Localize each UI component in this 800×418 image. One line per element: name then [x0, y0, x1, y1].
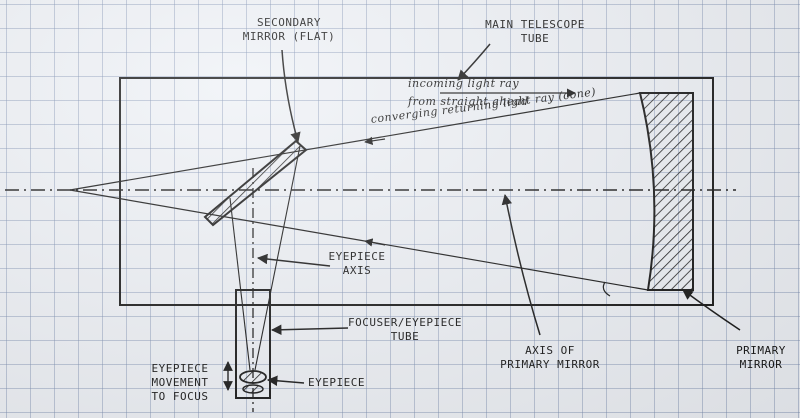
label-focuser-tube: FOCUSER/EYEPIECE TUBE: [348, 316, 462, 343]
label-incoming-ray-1: incoming light ray: [408, 77, 520, 90]
label-primary-mirror: PRIMARY MIRROR: [736, 344, 786, 371]
leader-primary-edge: [602, 281, 611, 297]
returning-ray-arrow: [364, 238, 386, 247]
leader-eyepiece-axis: [256, 253, 331, 267]
label-axis-primary: AXIS OF PRIMARY MIRROR: [500, 344, 600, 371]
label-eyepiece-movement: EYEPIECE MOVEMENT TO FOCUS: [151, 362, 209, 403]
primary-mirror: [638, 92, 694, 291]
eyepiece-lens-lower: [242, 384, 264, 394]
leader-focuser: [270, 324, 349, 335]
leader-main-tube: [457, 43, 491, 81]
label-main-tube: MAIN TELESCOPE TUBE: [485, 18, 585, 45]
label-secondary-mirror: SECONDARY MIRROR (FLAT): [242, 16, 336, 43]
leader-eyepiece: [266, 375, 305, 387]
main-tube: [119, 77, 714, 306]
reflected-ray-left: [229, 197, 251, 371]
secondary-mirror: [203, 139, 308, 227]
leader-primary-mirror: [682, 289, 741, 331]
label-eyepiece-axis: EYEPIECE AXIS: [328, 250, 386, 277]
reflected-ray-right: [254, 145, 301, 371]
focuser-tube: [235, 289, 271, 399]
leader-axis-primary: [501, 193, 541, 336]
converging-ray-lower: [69, 189, 649, 291]
converging-ray-arrow: [364, 136, 386, 146]
leader-secondary: [281, 49, 301, 144]
label-eyepiece: EYEPIECE: [308, 376, 365, 389]
eyepiece-lens: [239, 370, 267, 384]
converging-ray-upper: [69, 92, 641, 191]
label-incoming-ray-2: from straight ahead: [408, 95, 529, 108]
